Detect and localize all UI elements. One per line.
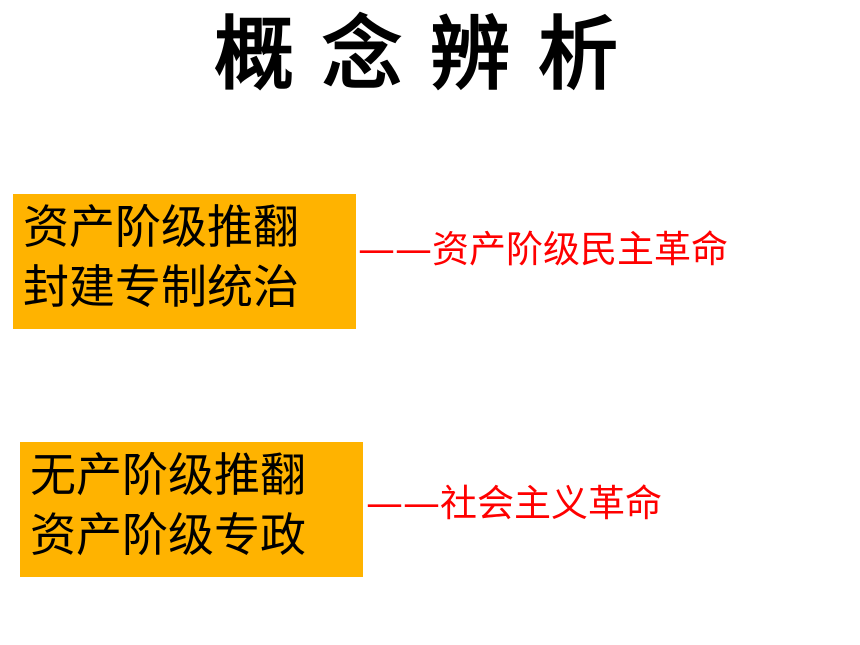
definition-line: 资产阶级推翻	[23, 200, 299, 254]
definition-box-proletarian: 无产阶级推翻 资产阶级专政	[20, 442, 363, 577]
definition-line: 无产阶级推翻	[30, 448, 306, 502]
slide-title: 概念辨析	[214, 8, 646, 101]
definition-box-bourgeois: 资产阶级推翻 封建专制统治	[13, 194, 356, 329]
definition-line: 封建专制统治	[23, 260, 299, 314]
definition-line: 资产阶级专政	[30, 508, 306, 562]
result-bourgeois-democratic-revolution: ——资产阶级民主革命	[358, 228, 728, 271]
result-socialist-revolution: ——社会主义革命	[366, 482, 662, 525]
